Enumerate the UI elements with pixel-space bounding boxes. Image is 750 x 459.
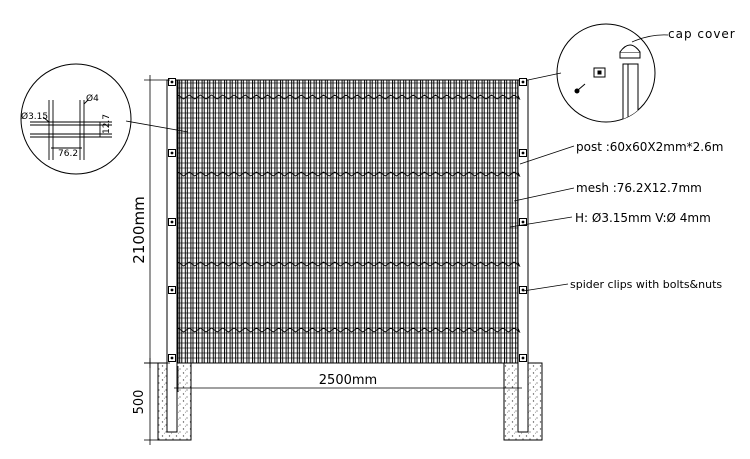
mesh-panel <box>177 79 521 364</box>
mesh-fold-line <box>177 171 521 178</box>
clip-bolt <box>170 356 174 360</box>
clip-bolt <box>521 220 525 224</box>
mesh-folds <box>177 94 521 334</box>
clip-bolt <box>521 80 525 84</box>
clip-bolt <box>170 151 174 155</box>
clip-bolt <box>521 151 525 155</box>
width-dimension-label: 2500mm <box>319 373 377 388</box>
clip-bolt <box>521 356 525 360</box>
spider-clips <box>168 78 527 362</box>
width-dimension <box>174 366 522 392</box>
left-post <box>166 79 178 433</box>
foundation-dimension <box>144 358 158 445</box>
cap-leader-line <box>527 72 562 81</box>
clip-bolt <box>170 288 174 292</box>
wire-callout: H: Ø3.15mm V:Ø 4mm <box>575 211 711 225</box>
detail-horizontal-wire-label: Ø3.15 <box>21 111 48 122</box>
clip-bolt <box>170 80 174 84</box>
clip-bolt <box>170 220 174 224</box>
detail-leader-line <box>125 120 189 133</box>
height-dimension-label: 2100mm <box>130 196 148 263</box>
cap-cover-label: cap cover <box>668 27 736 41</box>
detail-vertical-pitch-label: 12.7 <box>102 114 112 134</box>
foundation-dimension-label: 500 <box>132 390 147 415</box>
mesh-callout: mesh :76.2X12.7mm <box>576 181 702 195</box>
detail-vertical-wire-label: Ø4 <box>86 93 99 104</box>
mesh-detail-circle: Ø3.15 Ø4 12.7 76.2 <box>20 63 132 175</box>
right-post <box>517 79 529 433</box>
post-callout: post :60x60X2mm*2.6m <box>576 140 723 154</box>
mesh-fold-line <box>177 261 521 268</box>
cap-cover-leader <box>631 34 669 43</box>
mesh-fold-line <box>177 327 521 334</box>
mesh-fold-line <box>177 94 521 101</box>
clips-callout: spider clips with bolts&nuts <box>570 278 722 291</box>
cap-detail-circle <box>556 23 656 123</box>
callout-leaders <box>509 145 575 292</box>
detail-horizontal-pitch-label: 76.2 <box>58 149 78 159</box>
